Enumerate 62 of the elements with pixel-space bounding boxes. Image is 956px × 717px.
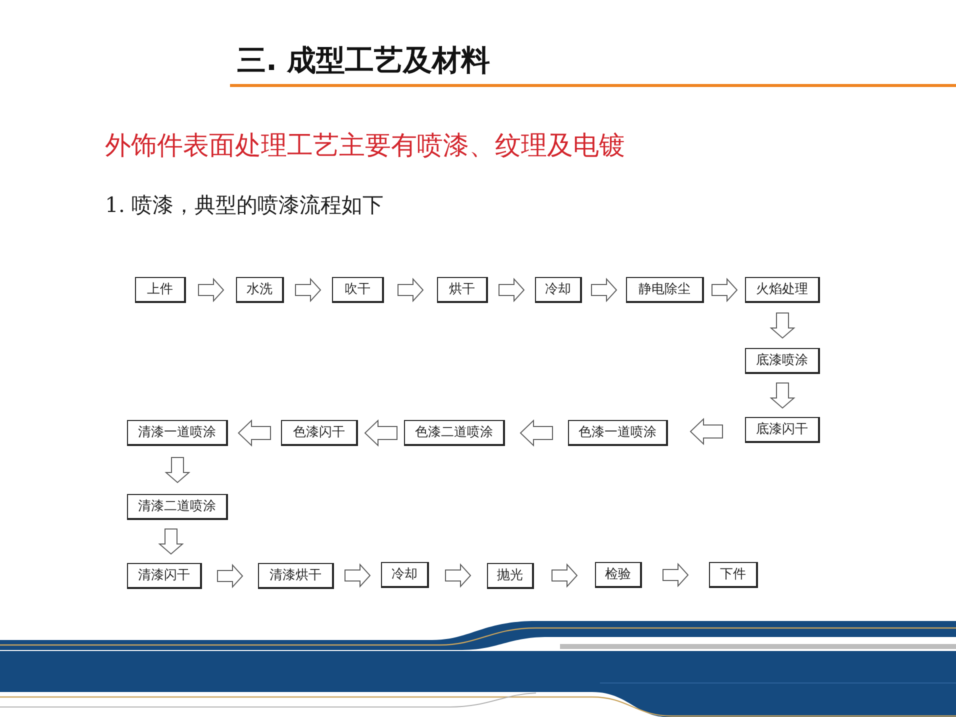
process-box <box>535 277 582 303</box>
process-box <box>626 277 704 303</box>
step-label: 底漆闪干 <box>756 422 808 438</box>
process-box <box>745 348 820 374</box>
process-box <box>745 277 820 303</box>
process-box <box>127 563 202 589</box>
block-arrow <box>690 418 723 446</box>
block-arrow <box>238 419 271 447</box>
block-arrow <box>344 563 371 588</box>
step-label: 火焰处理 <box>756 282 808 298</box>
block-arrow <box>662 562 689 588</box>
process-box <box>404 420 505 446</box>
block-arrow <box>552 563 578 588</box>
step-label: 色漆闪干 <box>293 424 345 440</box>
block-arrow <box>295 278 322 302</box>
block-arrow <box>520 419 553 447</box>
process-box <box>281 420 358 446</box>
step-label: 检验 <box>605 566 631 582</box>
step-label: 底漆喷涂 <box>756 352 808 368</box>
process-box <box>487 563 534 589</box>
process-box <box>381 562 429 588</box>
step-label: 冷却 <box>545 282 571 298</box>
step-label: 色漆一道喷涂 <box>578 424 656 440</box>
step-label: 清漆二道喷涂 <box>138 498 216 514</box>
step-label: 清漆烘干 <box>270 568 322 584</box>
step-label: 烘干 <box>449 282 475 298</box>
block-arrow <box>398 278 424 302</box>
step-label: 上件 <box>147 282 173 298</box>
block-arrow <box>770 312 796 339</box>
block-arrow <box>364 419 398 447</box>
process-box <box>258 563 334 589</box>
process-box <box>568 420 668 446</box>
block-arrow <box>158 528 184 555</box>
block-arrow <box>217 564 244 588</box>
body-text: 1. 喷漆，典型的喷漆流程如下 <box>105 192 384 219</box>
block-arrow <box>712 278 738 302</box>
step-label: 冷却 <box>392 566 418 582</box>
block-arrow <box>770 382 796 409</box>
process-box <box>437 277 488 303</box>
block-arrow <box>198 278 224 302</box>
step-label: 清漆一道喷涂 <box>138 424 216 440</box>
block-arrow <box>498 278 525 302</box>
block-arrow <box>445 563 472 588</box>
process-box <box>127 494 228 520</box>
block-arrow <box>164 457 190 484</box>
step-label: 静电除尘 <box>638 282 690 298</box>
process-box <box>595 562 642 588</box>
process-box <box>135 277 186 303</box>
process-box <box>236 277 284 303</box>
process-box <box>332 277 384 303</box>
step-label: 抛光 <box>497 568 523 584</box>
block-arrow <box>591 278 618 302</box>
process-box <box>127 420 228 446</box>
step-label: 色漆二道喷涂 <box>415 424 493 440</box>
step-label: 吹干 <box>344 282 370 298</box>
step-label: 清漆闪干 <box>138 568 190 584</box>
process-box <box>745 417 820 443</box>
step-label: 水洗 <box>246 282 272 298</box>
slide-title: 三. 成型工艺及材料 <box>237 42 490 79</box>
process-box <box>709 562 758 588</box>
section-heading: 外饰件表面处理工艺主要有喷漆、纹理及电镀 <box>105 130 625 163</box>
step-label: 下件 <box>720 566 746 582</box>
